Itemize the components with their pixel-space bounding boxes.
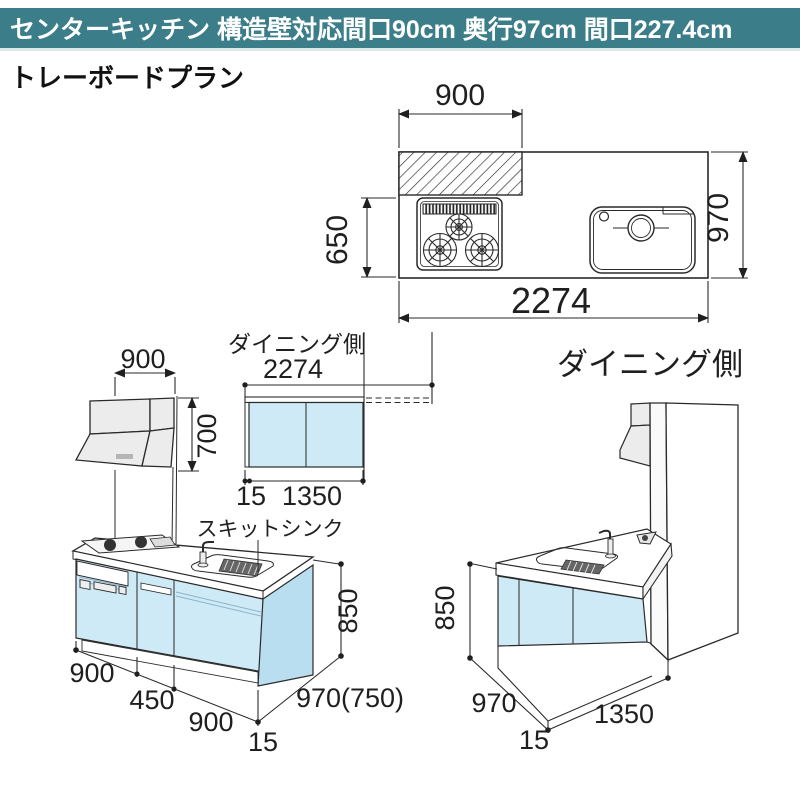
plan-cooktop bbox=[416, 197, 503, 271]
dim-label-hood-width: 900 bbox=[120, 344, 165, 374]
dim-label-dining-end-panel: 15 bbox=[519, 725, 549, 755]
elevation-side-label: ダイニング側 bbox=[228, 331, 366, 357]
dining-side-label: ダイニング側 bbox=[557, 347, 743, 382]
iso-sink bbox=[191, 541, 274, 578]
plan-title: トレーボードプラン bbox=[10, 63, 245, 93]
dim-label-front-end-panel: 15 bbox=[248, 727, 278, 757]
dining-isometric: ダイニング側 bbox=[430, 347, 743, 755]
plan-counter-outline bbox=[398, 151, 709, 279]
dim-label-middle-width: 450 bbox=[129, 685, 174, 715]
dim-label-board-height: 700 bbox=[192, 413, 222, 458]
dim-label-total-width: 2274 bbox=[511, 280, 591, 321]
wall-panel-side bbox=[649, 402, 669, 662]
front-iso-bottom-dims bbox=[75, 641, 342, 726]
plan-burner-small bbox=[445, 213, 473, 241]
hood-logo bbox=[116, 454, 133, 459]
plan-dimensions bbox=[361, 109, 748, 323]
board-counter-strip bbox=[244, 396, 365, 404]
wall-extension-lines bbox=[114, 395, 178, 547]
dim-label-dining-height: 850 bbox=[430, 585, 460, 630]
dim-label-board-total: 2274 bbox=[263, 354, 323, 384]
dim-label-right-depth: 970 bbox=[702, 193, 735, 243]
iso-sink-rack bbox=[218, 558, 263, 577]
iso-stove-panel bbox=[76, 560, 129, 596]
dim-label-front-depth: 970(750) bbox=[296, 683, 404, 713]
dining-hood bbox=[619, 402, 651, 467]
plan-structural-wall-hatch bbox=[398, 151, 523, 196]
plan-burner-left bbox=[422, 232, 458, 268]
plan-burner-right bbox=[464, 232, 500, 268]
plan-grill-slot bbox=[422, 203, 497, 215]
dim-label-cooktop-width: 900 bbox=[69, 658, 114, 688]
plan-faucet-hole bbox=[598, 211, 610, 222]
dim-label-board-panel: 15 bbox=[236, 481, 266, 511]
dim-label-board-width: 1350 bbox=[282, 481, 342, 511]
sink-name-label: スキットシンク bbox=[197, 518, 344, 541]
dim-label-left-depth: 650 bbox=[321, 215, 354, 265]
dining-cooktop-glimpse bbox=[636, 531, 657, 545]
header-bar: センターキッチン 構造壁対応間口90cm 奥行97cm 間口227.4cm bbox=[0, 8, 800, 51]
iso-drawer-handle bbox=[140, 582, 172, 596]
dim-label-wall-width: 900 bbox=[435, 79, 485, 112]
dining-counter-end bbox=[642, 542, 673, 601]
dining-sink bbox=[535, 529, 618, 575]
plan-view: 900 650 970 2274 bbox=[321, 79, 748, 323]
dim-label-dining-width: 1350 bbox=[594, 699, 654, 729]
front-isometric: 900 bbox=[69, 344, 404, 757]
iso-faucet bbox=[197, 541, 214, 568]
dim-label-dining-depth: 970 bbox=[471, 688, 516, 718]
counter-board-elevation: ダイニング側 2274 15 1350 7 bbox=[178, 331, 435, 511]
dining-sink-rack bbox=[560, 559, 605, 575]
plan-sink bbox=[589, 206, 696, 274]
iso-end-panel bbox=[257, 563, 314, 687]
board-counter-dashed bbox=[366, 397, 431, 404]
wall-panel-front bbox=[665, 402, 739, 661]
board-end-panel bbox=[244, 402, 250, 468]
iso-toe-kick bbox=[81, 639, 259, 684]
header-title: センターキッチン 構造壁対応間口90cm 奥行97cm 間口227.4cm bbox=[10, 16, 733, 44]
dim-label-sink-width: 900 bbox=[188, 707, 233, 737]
dim-label-front-height: 850 bbox=[333, 588, 363, 633]
dining-cabinet-dividers bbox=[518, 579, 574, 646]
iso-cooktop bbox=[80, 534, 181, 554]
range-hood bbox=[74, 397, 175, 468]
iso-cabinet-dividers bbox=[136, 572, 175, 656]
dining-faucet bbox=[598, 529, 616, 559]
